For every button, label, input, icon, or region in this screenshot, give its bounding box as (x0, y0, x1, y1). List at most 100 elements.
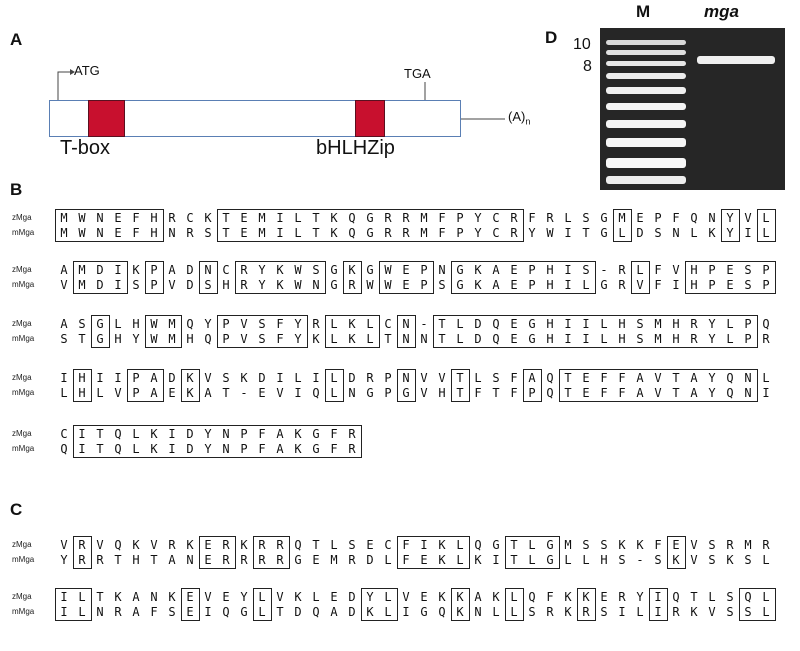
residue: V (276, 590, 284, 604)
marker-band (606, 103, 686, 110)
conserved-residue-box (505, 588, 524, 621)
residue: L (726, 332, 734, 346)
residue: T (510, 538, 518, 552)
residue: L (78, 590, 86, 604)
conserved-residue-box (739, 588, 776, 621)
residue: I (60, 590, 68, 604)
residue: S (204, 278, 212, 292)
residue: M (60, 211, 68, 225)
residue: W (384, 263, 392, 277)
residue: K (366, 605, 374, 619)
conserved-residue-box (325, 369, 344, 402)
residue: F (258, 442, 266, 456)
residue: G (240, 605, 248, 619)
residue: Y (708, 371, 716, 385)
residue: E (672, 538, 680, 552)
residue: H (618, 317, 626, 331)
mga-pcr-band (697, 56, 775, 64)
residue: K (294, 590, 302, 604)
conserved-residue-box (145, 261, 164, 294)
residue: C (60, 427, 68, 441)
residue: I (276, 226, 284, 240)
residue: N (96, 211, 104, 225)
residue: N (222, 427, 230, 441)
residue: E (510, 317, 518, 331)
residue: G (492, 538, 500, 552)
residue: L (456, 553, 464, 567)
residue: V (204, 371, 212, 385)
residue: H (618, 332, 626, 346)
residue: D (258, 371, 266, 385)
residue: M (168, 317, 176, 331)
residue: D (348, 371, 356, 385)
residue: S (348, 538, 356, 552)
residue: I (78, 427, 86, 441)
residue: V (636, 278, 644, 292)
residue: E (240, 226, 248, 240)
residue: S (618, 553, 626, 567)
residue: Q (438, 605, 446, 619)
residue: A (276, 427, 284, 441)
residue: L (474, 371, 482, 385)
residue: F (438, 226, 446, 240)
residue: Y (474, 211, 482, 225)
residue: M (60, 226, 68, 240)
residue: R (168, 538, 176, 552)
residue: K (186, 386, 194, 400)
residue: S (654, 553, 662, 567)
conserved-residue-box (73, 536, 92, 569)
residue: I (582, 317, 590, 331)
residue: K (690, 605, 698, 619)
marker-band (606, 138, 686, 147)
residue: P (708, 278, 716, 292)
residue: H (546, 317, 554, 331)
conserved-residue-box (631, 261, 650, 294)
residue: E (114, 226, 122, 240)
residue: S (708, 538, 716, 552)
conserved-residue-box (505, 536, 560, 569)
residue: S (654, 226, 662, 240)
residue: Q (726, 386, 734, 400)
residue: L (456, 332, 464, 346)
residue: N (222, 442, 230, 456)
residue: I (564, 263, 572, 277)
residue: I (672, 278, 680, 292)
residue: P (762, 263, 770, 277)
residue: A (60, 317, 68, 331)
residue: V (168, 278, 176, 292)
zmga-row-name: zMga (12, 540, 32, 549)
residue: F (672, 211, 680, 225)
residue: E (258, 386, 266, 400)
residue: H (690, 278, 698, 292)
residue: K (276, 263, 284, 277)
residue: R (762, 332, 770, 346)
residue: Y (258, 278, 266, 292)
residue: L (600, 317, 608, 331)
residue: S (582, 263, 590, 277)
residue: F (528, 211, 536, 225)
residue: Q (186, 317, 194, 331)
residue: T (582, 226, 590, 240)
residue: D (96, 263, 104, 277)
residue: D (348, 605, 356, 619)
conserved-residue-box (685, 261, 776, 294)
residue: L (726, 317, 734, 331)
residue: P (456, 226, 464, 240)
residue: N (708, 211, 716, 225)
residue: L (636, 263, 644, 277)
residue: I (618, 605, 626, 619)
residue: Q (762, 317, 770, 331)
residue: P (150, 263, 158, 277)
residue: I (564, 278, 572, 292)
residue: T (78, 332, 86, 346)
residue: L (582, 553, 590, 567)
residue: R (546, 211, 554, 225)
residue: I (744, 226, 752, 240)
residue: L (510, 605, 518, 619)
residue: Y (726, 211, 734, 225)
conserved-residue-box (55, 209, 164, 242)
residue: W (546, 226, 554, 240)
panel-d-label: D (545, 28, 558, 47)
residue: V (420, 371, 428, 385)
residue: G (600, 226, 608, 240)
